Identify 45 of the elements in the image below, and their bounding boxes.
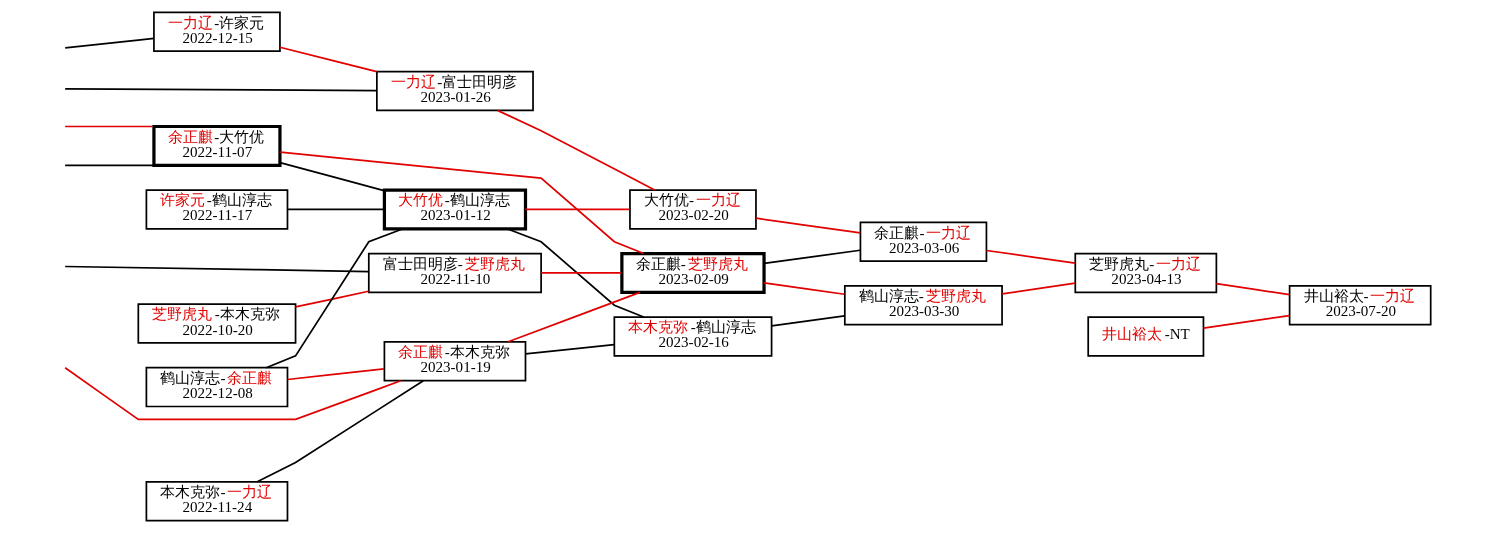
connector [507, 291, 641, 343]
connector [1001, 282, 1076, 295]
node-box: 余正麒-一力辽 2023-03-06 [859, 221, 988, 262]
connector [763, 249, 862, 265]
node-box: 一力辽-富士田明彦 2023-01-26 [376, 70, 534, 112]
node-box: 余正麒-大竹优 2022-11-07 [152, 124, 282, 167]
connector [1215, 282, 1291, 296]
connector [496, 109, 656, 191]
connector [64, 37, 155, 49]
connector [286, 368, 385, 381]
connector [64, 164, 156, 167]
connector [279, 161, 385, 192]
node-box: 大竹优-一力辽 2023-02-20 [629, 189, 757, 230]
connector [763, 282, 846, 296]
connector [64, 125, 154, 128]
node-box: 本木克弥-鹤山淳志 2023-02-16 [613, 316, 773, 357]
node-box: 井山裕太-NT [1087, 316, 1205, 357]
connector [256, 379, 425, 483]
node-box: 余正麒-本木克弥 2023-01-19 [383, 341, 527, 382]
node-box: 许家元-鹤山淳志 2022-11-17 [145, 189, 289, 230]
connector [64, 87, 378, 92]
node-box: 余正麒-芝野虎丸 2023-02-09 [620, 251, 766, 294]
node-box: 大竹优-鹤山淳志 2023-01-12 [382, 188, 528, 231]
connector [755, 217, 862, 234]
connector [294, 290, 370, 308]
connector [279, 151, 645, 255]
connector [524, 343, 616, 355]
connector [265, 228, 404, 369]
connector [64, 265, 370, 273]
connector [770, 315, 846, 327]
node-box: 富士田明彦-芝野虎丸 2022-11-10 [367, 252, 542, 294]
node-box: 井山裕太-一力辽 2023-07-20 [1288, 285, 1432, 326]
connector [506, 228, 645, 318]
node-box: 鹤山淳志-余正麒 2022-12-08 [145, 366, 289, 408]
node-box: 芝野虎丸-本木克弥 2022-10-20 [137, 303, 297, 344]
connector [1202, 314, 1291, 330]
node-box: 鹤山淳志-芝野虎丸 2023-03-30 [843, 285, 1003, 326]
connector [524, 208, 631, 211]
connector [540, 272, 623, 274]
connector [286, 208, 385, 211]
node-box: 一力辽-许家元 2022-12-15 [153, 11, 281, 52]
node-box: 芝野虎丸-一力辽 2023-04-13 [1074, 252, 1218, 294]
node-box: 本木克弥-一力辽 2022-11-24 [145, 481, 289, 522]
connector [985, 249, 1076, 264]
connector [279, 46, 378, 73]
